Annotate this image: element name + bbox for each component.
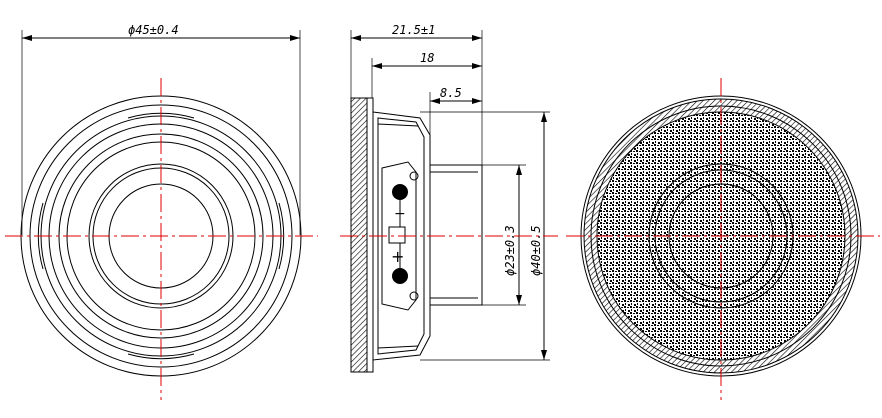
total-depth-dimension: 21.5±1 [350,23,483,170]
outer-diameter-dimension: ϕ45±0.4 [21,23,301,235]
magnet-diameter-label: ϕ23±0.3 [503,225,517,276]
side-view: 21.5±1 18 8.5 [340,23,558,373]
depth-8-5-dimension: 8.5 [429,86,482,135]
magnet-diameter-dimension: ϕ23±0.3 [482,164,526,306]
front-view: ϕ45±0.4 [5,23,318,400]
depth-18-label: 18 [420,51,434,65]
total-depth-label: 21.5±1 [392,23,435,37]
depth-18-dimension: 18 [371,51,482,98]
back-view [566,78,880,400]
depth-8-5-label: 8.5 [440,86,462,100]
outer-diameter-label: ϕ45±0.4 [128,23,179,37]
plus-mark: + [391,247,404,266]
frame-diameter-label: ϕ40±0.5 [529,225,543,276]
